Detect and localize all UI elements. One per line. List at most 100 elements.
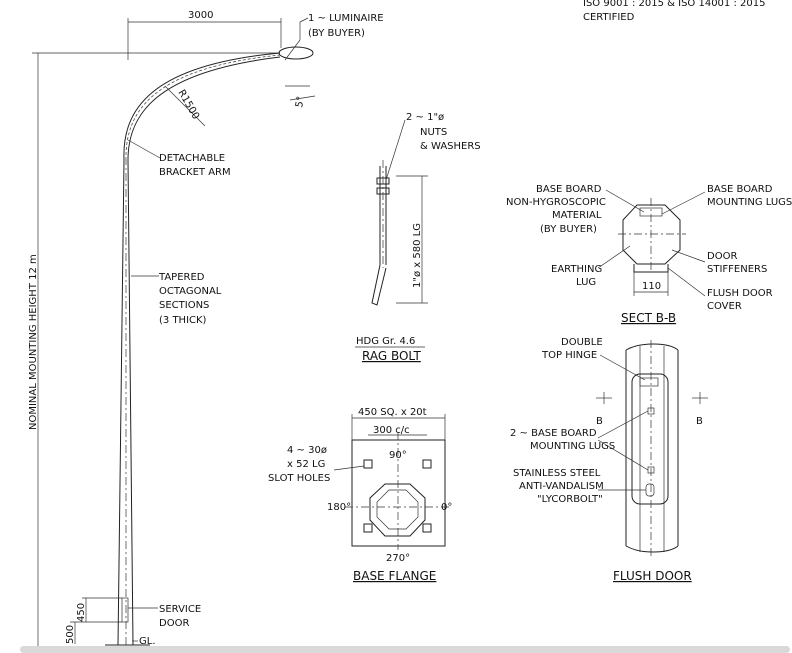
holes-label-2: x 52 LG bbox=[287, 459, 325, 470]
outreach-dimension: 3000 bbox=[188, 10, 213, 21]
nuts-leader bbox=[385, 119, 406, 181]
mount-lugs-leader-top bbox=[597, 410, 649, 439]
pole-elevation: 3000 NOMINAL MOUNTING HEIGHT 12 m 1 ~ LU… bbox=[28, 10, 384, 648]
holes-label-1: 4 ~ 30ø bbox=[287, 445, 327, 456]
holes-label-3: SLOT HOLES bbox=[268, 473, 330, 484]
hinge-label-1: DOUBLE bbox=[561, 337, 603, 348]
cover-leader bbox=[667, 267, 706, 297]
angle-90: 90° bbox=[389, 450, 407, 461]
top-hinge bbox=[639, 377, 659, 387]
luminaire-label: 1 ~ LUMINAIRE bbox=[308, 13, 384, 24]
nuts-label-1: 2 ~ 1"ø bbox=[406, 112, 444, 123]
hinge-leader bbox=[599, 354, 646, 381]
luminaire-leader-a bbox=[284, 39, 301, 61]
holes-leader bbox=[333, 465, 365, 471]
slot-hole-bl bbox=[363, 523, 373, 533]
mount-lugs-label-1: 2 ~ BASE BOARD bbox=[510, 428, 597, 439]
earthing-label-2: LUG bbox=[576, 277, 596, 288]
nuts-label-3: & WASHERS bbox=[420, 141, 481, 152]
base-flange-detail: 450 SQ. x 20t 300 c/c 4 ~ 30ø x 52 LG SL… bbox=[268, 407, 452, 583]
angle-0: 0° bbox=[441, 502, 452, 513]
iso-certification: ISO 9001 : 2015 & ISO 14001 : 2015 bbox=[583, 0, 765, 9]
tilt-angle: 5° bbox=[294, 95, 307, 108]
door-panel bbox=[631, 373, 669, 505]
ground-level-label: GL. bbox=[139, 636, 156, 647]
flush-door-detail: DOUBLE TOP HINGE 2 ~ BASE BOARD MOUNTING… bbox=[510, 337, 708, 583]
base-flange-title: BASE FLANGE bbox=[353, 569, 436, 583]
dim-450: 450 bbox=[76, 603, 87, 622]
rag-bolt-detail: 2 ~ 1"ø NUTS & WASHERS 1"ø x 580 LG HDG … bbox=[355, 112, 481, 363]
base-board-leader bbox=[605, 189, 645, 213]
pole-shaft-right bbox=[127, 159, 134, 646]
bolt-label-3: "LYCORBOLT" bbox=[537, 494, 603, 505]
rag-bolt-title: RAG BOLT bbox=[362, 349, 421, 363]
section-marker-right: B bbox=[696, 416, 703, 427]
bolt-label-1: STAINLESS STEEL bbox=[513, 468, 601, 479]
pole-shaft-left bbox=[117, 159, 125, 646]
lugs-leader bbox=[661, 191, 706, 215]
bracket-leader bbox=[127, 139, 161, 159]
angle-270: 270° bbox=[386, 553, 410, 564]
bracket-label-2: BRACKET ARM bbox=[159, 167, 231, 178]
stiffeners-label-1: DOOR bbox=[707, 251, 737, 262]
dim-500: 500 bbox=[65, 625, 76, 644]
service-door-label-2: DOOR bbox=[159, 618, 189, 629]
flange-pcd: 300 c/c bbox=[373, 425, 410, 436]
section-bb-detail: 110 BASE BOARD NON-HYGROSCOPIC MATERIAL … bbox=[506, 184, 792, 325]
tapered-label-3: SECTIONS bbox=[159, 300, 209, 311]
cover-label-2: COVER bbox=[707, 301, 742, 312]
flush-door-title: FLUSH DOOR bbox=[613, 569, 692, 583]
hinge-label-2: TOP HINGE bbox=[541, 350, 597, 361]
door-bottom-break bbox=[625, 545, 679, 553]
slot-hole-tr bbox=[422, 459, 432, 469]
horizontal-scrollbar[interactable] bbox=[20, 646, 790, 653]
luminaire-leader-c bbox=[299, 17, 309, 23]
slot-hole-tl bbox=[363, 459, 373, 469]
lugs-label-2: MOUNTING LUGS bbox=[707, 197, 792, 208]
luminaire-buyer: (BY BUYER) bbox=[308, 28, 365, 39]
bracket-arm-hatch bbox=[125, 54, 281, 161]
section-bb-title: SECT B-B bbox=[621, 311, 676, 325]
bolt-rag-end bbox=[371, 264, 387, 306]
base-board-label-4: (BY BUYER) bbox=[540, 224, 597, 235]
bolt-label-2: ANTI-VANDALISM bbox=[519, 481, 604, 492]
iso-certified: CERTIFIED bbox=[583, 12, 635, 23]
base-board-label-1: BASE BOARD bbox=[536, 184, 602, 195]
earthing-leader bbox=[597, 245, 631, 269]
mount-lugs-label-2: MOUNTING LUGS bbox=[530, 441, 615, 452]
lycorbolt bbox=[645, 483, 655, 497]
door-top-break bbox=[625, 343, 679, 351]
bracket-label-1: DETACHABLE bbox=[159, 153, 225, 164]
section-width: 110 bbox=[642, 281, 661, 292]
lugs-label-1: BASE BOARD bbox=[707, 184, 773, 195]
radius-leader bbox=[164, 85, 206, 127]
nuts-label-2: NUTS bbox=[420, 127, 447, 138]
mount-lugs-leader-bottom bbox=[597, 439, 649, 471]
base-board-label-3: MATERIAL bbox=[552, 210, 602, 221]
slot-hole-br bbox=[422, 523, 432, 533]
base-board-label-2: NON-HYGROSCOPIC bbox=[506, 197, 606, 208]
flange-octagon-outer bbox=[369, 483, 426, 537]
angle-180: 180° bbox=[327, 502, 351, 513]
tapered-label-2: OCTAGONAL bbox=[159, 286, 222, 297]
flange-size: 450 SQ. x 20t bbox=[358, 407, 427, 418]
bolt-length: 1"ø x 580 LG bbox=[412, 223, 423, 288]
service-door bbox=[121, 597, 129, 623]
earthing-label-1: EARTHING bbox=[551, 264, 602, 275]
height-label: NOMINAL MOUNTING HEIGHT 12 m bbox=[28, 254, 39, 430]
tapered-label-1: TAPERED bbox=[158, 272, 205, 283]
section-marker-left: B bbox=[596, 416, 603, 427]
service-door-label-1: SERVICE bbox=[159, 604, 201, 615]
radius-label: R1500 bbox=[175, 88, 201, 122]
bracket-arm-outer bbox=[123, 52, 281, 161]
tilt-line bbox=[289, 95, 316, 101]
stiffeners-label-2: STIFFENERS bbox=[707, 264, 767, 275]
bracket-arm-inner bbox=[127, 56, 281, 161]
stiffeners-leader bbox=[671, 249, 706, 263]
luminaire bbox=[278, 46, 314, 60]
section-octagon bbox=[622, 204, 681, 265]
flange-octagon-inner bbox=[376, 489, 419, 530]
tapered-label-4: (3 THICK) bbox=[159, 315, 207, 326]
flange-plate bbox=[351, 439, 446, 547]
